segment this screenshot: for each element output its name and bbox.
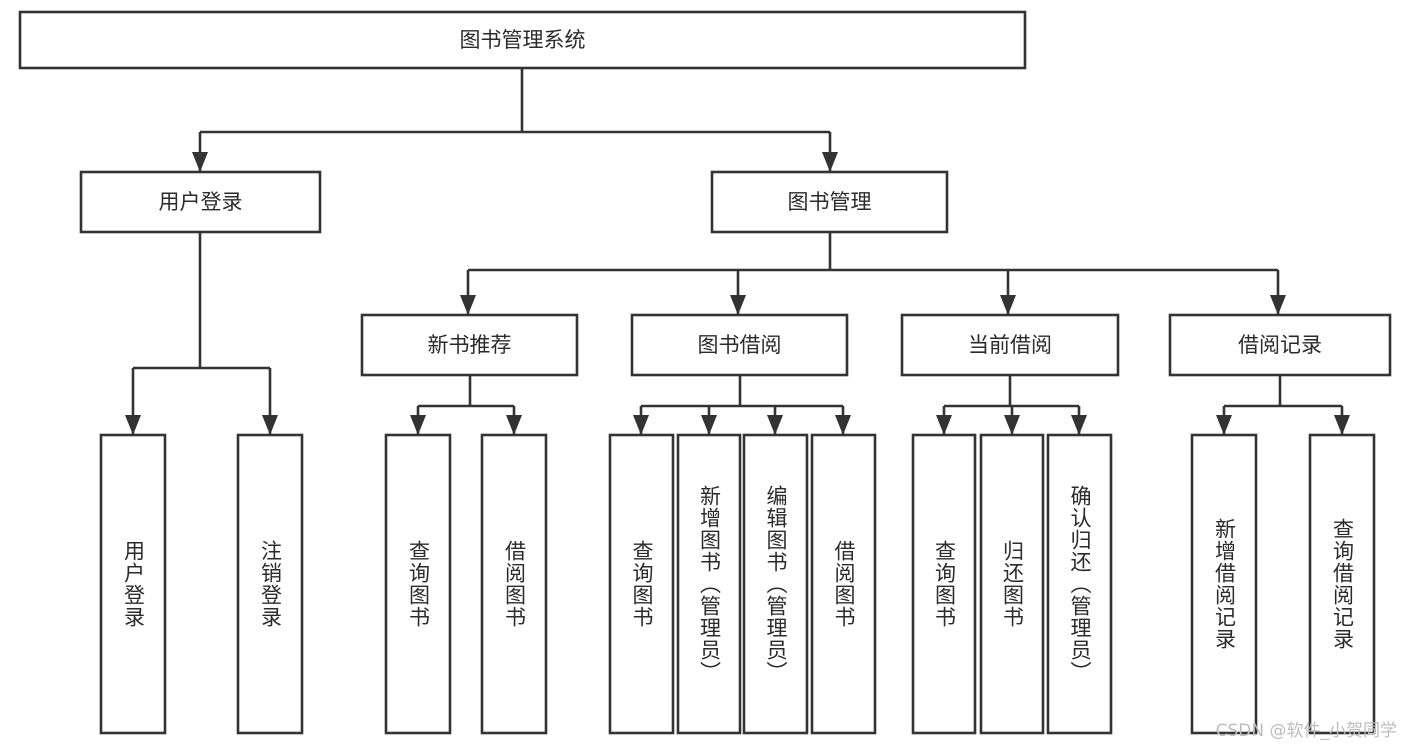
current-to-leaves-arrow-1 xyxy=(1004,415,1020,435)
node-box-leaf-logout[interactable] xyxy=(236,433,304,735)
user-login-to-leaves-arrow-0 xyxy=(125,415,141,435)
node-box-leaf-add-borrow-record[interactable] xyxy=(1190,433,1258,735)
node-box-leaf-query-book-borrow[interactable] xyxy=(608,433,675,735)
node-box-leaf-borrow-book-recommend[interactable] xyxy=(480,433,548,735)
book-manage-to-level2-arrow-1 xyxy=(730,295,746,315)
node-label-book-borrow: 图书借阅 xyxy=(698,333,782,357)
watermark: CSDN @软件_小贺同学 xyxy=(1215,721,1397,741)
current-to-leaves-arrow-0 xyxy=(936,415,952,435)
node-box-leaf-user-login[interactable] xyxy=(99,433,167,735)
current-to-leaves-arrow-2 xyxy=(1071,415,1087,435)
node-label-root: 图书管理系统 xyxy=(460,28,586,52)
borrow-to-leaves-arrow-0 xyxy=(633,415,649,435)
book-manage-to-level2-arrow-0 xyxy=(460,295,476,315)
connectors-layer xyxy=(125,68,1350,435)
node-label-book-manage: 图书管理 xyxy=(788,190,872,214)
user-login-to-leaves-arrow-1 xyxy=(262,415,278,435)
book-manage-to-level2-arrow-2 xyxy=(1000,295,1016,315)
node-box-book-borrow[interactable] xyxy=(630,313,849,377)
node-box-leaf-return-book[interactable] xyxy=(979,433,1045,735)
node-box-leaf-query-book-current[interactable] xyxy=(911,433,977,735)
node-box-user-login[interactable] xyxy=(79,170,322,234)
record-to-leaves-arrow-1 xyxy=(1334,415,1350,435)
node-box-leaf-edit-book-admin[interactable] xyxy=(742,433,809,735)
record-to-leaves-arrow-0 xyxy=(1216,415,1232,435)
node-box-new-book-recommend[interactable] xyxy=(360,313,579,377)
node-box-leaf-borrow-book[interactable] xyxy=(810,433,877,735)
borrow-to-leaves-arrow-1 xyxy=(701,415,717,435)
node-box-leaf-query-borrow-record[interactable] xyxy=(1308,433,1376,735)
node-label-user-login: 用户登录 xyxy=(159,190,243,214)
book-manage-to-level2-arrow-3 xyxy=(1270,295,1286,315)
root-to-level1-arrow-1 xyxy=(822,152,838,172)
node-box-leaf-confirm-return-admin[interactable] xyxy=(1046,433,1113,735)
node-label-borrow-record: 借阅记录 xyxy=(1238,333,1322,357)
node-box-borrow-record[interactable] xyxy=(1168,313,1392,377)
borrow-to-leaves-arrow-2 xyxy=(767,415,783,435)
borrow-to-leaves-arrow-3 xyxy=(835,415,851,435)
node-box-current-borrow[interactable] xyxy=(900,313,1120,377)
node-box-root[interactable] xyxy=(18,10,1027,70)
recommend-to-leaves-arrow-1 xyxy=(506,415,522,435)
recommend-to-leaves-arrow-0 xyxy=(410,415,426,435)
node-box-leaf-add-book-admin[interactable] xyxy=(676,433,742,735)
node-label-current-borrow: 当前借阅 xyxy=(968,333,1052,357)
boxes-layer xyxy=(18,10,1392,735)
root-to-level1-arrow-0 xyxy=(192,152,208,172)
node-box-book-manage[interactable] xyxy=(710,170,949,234)
node-box-leaf-query-book-recommend[interactable] xyxy=(384,433,452,735)
node-label-new-book-recommend: 新书推荐 xyxy=(428,333,512,357)
